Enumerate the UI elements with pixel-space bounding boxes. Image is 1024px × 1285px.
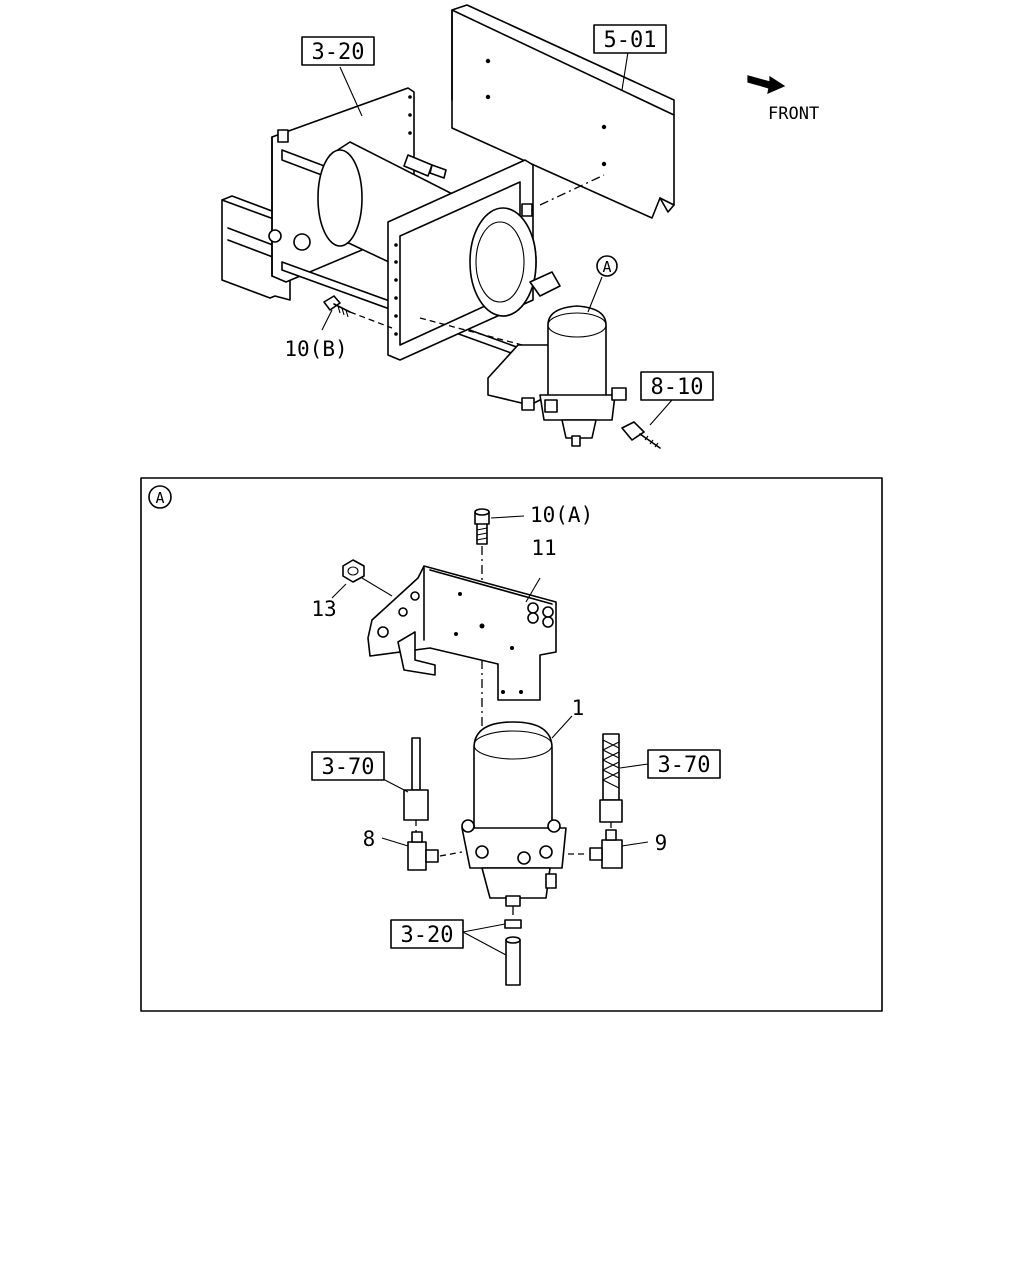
frame-rail (451, 4, 675, 219)
callout-a-circle-detail (148, 485, 172, 509)
callout-a-circle-top (596, 255, 618, 277)
overview-assembly (221, 4, 786, 449)
ref-box-5-01 (593, 24, 667, 54)
part-label-10a: 10(A) (530, 503, 593, 527)
fitting-9 (568, 829, 649, 869)
ref-label-3-70-left: 3-70 (322, 755, 375, 780)
hose-right (599, 733, 649, 830)
callout-a-detail: A (155, 489, 164, 507)
ref-box-3-70-right (647, 749, 721, 779)
part-label-13: 13 (311, 597, 336, 621)
ref-box-3-70-left (311, 751, 385, 781)
part-label-8: 8 (363, 827, 376, 851)
air-dryer (461, 715, 573, 918)
drain-fitting (462, 919, 522, 986)
part-label-9: 9 (655, 831, 668, 855)
harness-connector (621, 421, 661, 449)
air-dryer-overview (419, 305, 627, 447)
bolt-10a (474, 508, 525, 545)
ref-box-3-20-bottom (390, 919, 464, 949)
nut-13 (331, 559, 393, 599)
detail-a-frame (140, 477, 883, 1012)
part-label-10b: 10(B) (284, 337, 347, 361)
ref-label-5-01: 5-01 (604, 28, 657, 53)
detail-a-exploded-view (331, 508, 649, 986)
part-label-1: 1 (572, 696, 585, 720)
front-label: FRONT (768, 104, 819, 124)
ref-label-3-20-bottom: 3-20 (401, 923, 454, 948)
ref-label-3-20-top: 3-20 (312, 40, 365, 65)
ref-box-3-20-top (301, 36, 375, 66)
ref-box-8-10 (640, 371, 714, 401)
ref-label-8-10: 8-10 (651, 375, 704, 400)
ref-label-3-70-right: 3-70 (658, 753, 711, 778)
front-arrow-icon (747, 75, 786, 95)
mounting-bracket (367, 565, 557, 701)
air-tank-bracket (268, 87, 561, 361)
fitting-8 (381, 831, 463, 871)
part-label-11: 11 (531, 536, 556, 560)
hose-left (380, 737, 429, 832)
callout-a-top: A (602, 258, 611, 276)
bolt-10b (323, 295, 393, 329)
